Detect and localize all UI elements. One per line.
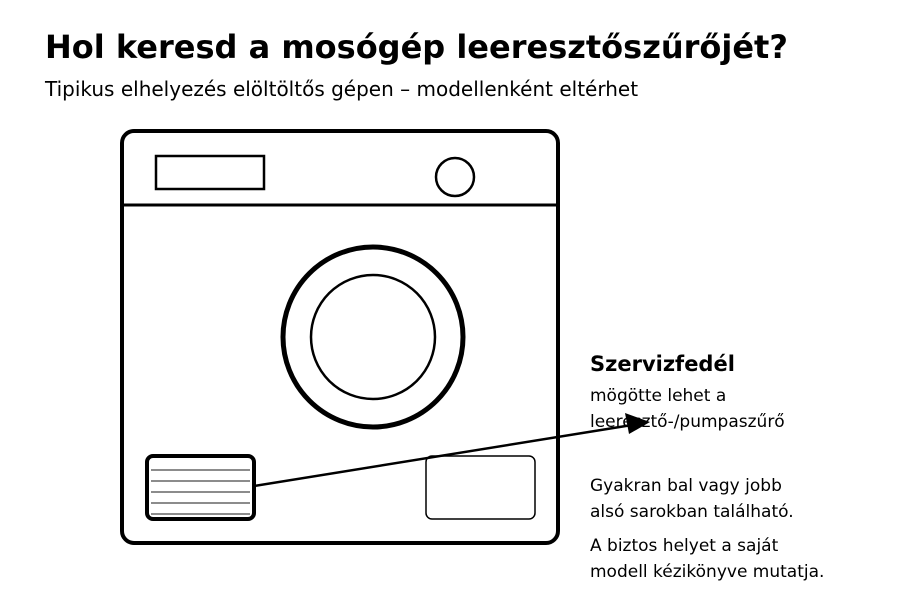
- note-line: A biztos helyet a saját: [590, 536, 779, 556]
- control-knob: [434, 156, 476, 198]
- service-cover-left: [145, 454, 256, 521]
- note-line: modell kézikönyve mutatja.: [590, 562, 825, 582]
- callout-line: leeresztő-/pumpaszűrő: [590, 412, 785, 432]
- door-glass: [309, 273, 437, 401]
- callout-text: mögötte lehet a leeresztő-/pumpaszűrő: [590, 383, 785, 435]
- note-line: alsó sarokban található.: [590, 502, 794, 522]
- service-cover-right: [425, 455, 536, 520]
- detergent-drawer: [154, 154, 266, 191]
- diagram-subtitle: Tipikus elhelyezés elöltöltős gépen – mo…: [45, 77, 639, 101]
- location-note: Gyakran bal vagy jobb alsó sarokban talá…: [590, 473, 794, 525]
- service-cover-grille: [151, 469, 250, 515]
- callout-line: mögötte lehet a: [590, 386, 727, 406]
- callout-heading: Szervizfedél: [590, 352, 735, 376]
- diagram-title: Hol keresd a mosógép leeresztőszűrőjét?: [45, 28, 788, 66]
- note-line: Gyakran bal vagy jobb: [590, 476, 782, 496]
- manual-note: A biztos helyet a saját modell kézikönyv…: [590, 533, 824, 585]
- callout-arrow-head: [625, 413, 650, 434]
- callout-arrow-line: [253, 423, 633, 488]
